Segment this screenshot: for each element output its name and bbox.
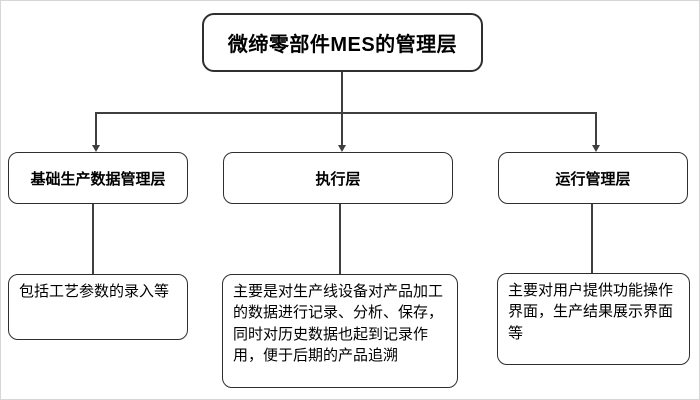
root-node: 微缔零部件MES的管理层	[202, 13, 483, 72]
connector-root-stem	[341, 72, 343, 113]
connector-layer-detail-right	[591, 204, 593, 273]
arrow-down-icon	[591, 145, 600, 152]
detail-node-text: 主要是对生产线设备对产品加工的数据进行记录、分析、保存，同时对历史数据也起到记录…	[233, 283, 444, 364]
layer-node-operation: 运行管理层	[498, 152, 688, 204]
connector-layer-detail-left	[92, 204, 94, 274]
connector-drop-right	[595, 112, 597, 146]
arrow-down-icon	[337, 145, 346, 152]
layer-node-label: 运行管理层	[555, 170, 631, 188]
detail-node-operation: 主要对用户提供功能操作界面，生产结果展示界面等	[497, 273, 690, 365]
layer-node-basic-data: 基础生产数据管理层	[8, 152, 188, 204]
connector-drop-left	[95, 112, 97, 146]
detail-node-execution: 主要是对生产线设备对产品加工的数据进行记录、分析、保存，同时对历史数据也起到记录…	[222, 274, 458, 388]
detail-node-text: 主要对用户提供功能操作界面，生产结果展示界面等	[508, 282, 674, 342]
connector-horizontal-rail	[95, 112, 596, 114]
detail-node-basic-data: 包括工艺参数的录入等	[8, 274, 188, 340]
layer-node-execution: 执行层	[223, 152, 453, 204]
layer-node-label: 执行层	[315, 170, 361, 188]
root-node-label: 微缔零部件MES的管理层	[227, 34, 458, 56]
connector-layer-detail-center	[339, 204, 341, 274]
connector-drop-center	[341, 112, 343, 146]
detail-node-text: 包括工艺参数的录入等	[19, 283, 170, 300]
layer-node-label: 基础生产数据管理层	[30, 170, 166, 188]
arrow-down-icon	[91, 145, 100, 152]
